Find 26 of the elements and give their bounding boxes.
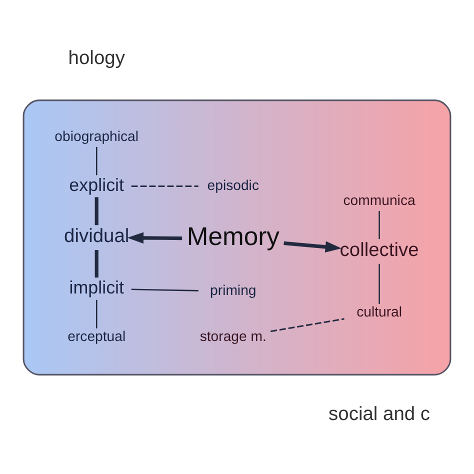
connector [96,146,98,175]
cluster [22,99,452,375]
arrow [127,232,182,244]
connector [378,210,380,239]
connector [378,263,380,304]
connector [94,250,98,278]
node-text: obiographical [54,128,139,144]
node-text: communica [343,192,416,208]
connector [96,299,98,328]
node-text: priming [210,281,256,298]
node-text: episodic [207,176,260,192]
connector [131,288,198,291]
label: social and c [328,404,430,425]
node-text: erceptual [68,328,126,344]
node-text: cultural [356,303,402,320]
label: hology [68,47,125,68]
arrow [284,240,342,252]
connector [270,318,344,332]
node-text: implicit [69,277,124,298]
node-text: Memory [186,222,280,251]
node-text: collective [340,240,419,261]
connector [131,184,198,186]
node-text: explicit [69,174,124,194]
node-text: dividual [64,225,130,246]
node-text: storage m. [200,328,266,344]
connector [94,196,98,225]
